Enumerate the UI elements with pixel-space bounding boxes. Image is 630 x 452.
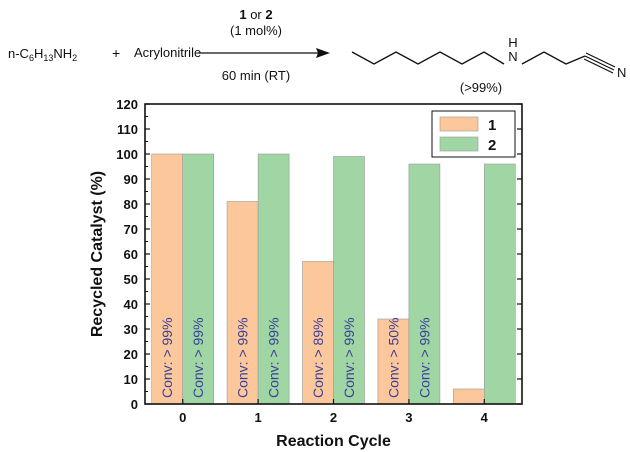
x-tick-label-3: 3 [405, 410, 412, 425]
y-tick-label-90: 90 [124, 172, 138, 187]
bar-series-2-cycle-4 [483, 163, 516, 405]
plus-sign: + [112, 45, 120, 61]
reaction-scheme: n-C6H13NH2 + Acrylonitrile 1 or 2 (1 mol… [8, 7, 626, 95]
x-tick-label-0: 0 [179, 410, 186, 425]
reactant-hexylamine: n-C6H13NH2 [8, 46, 77, 63]
product-amine-N: N [508, 49, 517, 64]
x-tick-label-4: 4 [481, 410, 489, 425]
x-axis-label: Reaction Cycle [276, 433, 391, 450]
reactant-acrylonitrile: Acrylonitrile [134, 45, 201, 60]
product-nitrile-N: N [617, 65, 626, 80]
product-ethyl-linker [521, 51, 586, 65]
x-tick-label-1: 1 [254, 410, 261, 425]
legend-swatch-2 [439, 136, 479, 152]
y-tick-label-40: 40 [124, 297, 138, 312]
y-tick-label-50: 50 [124, 272, 138, 287]
bar-series-2-cycle-3 [408, 163, 441, 405]
x-axis: 0 1 2 3 4 [179, 399, 489, 425]
conversion-label-series-2-cycle-2: Conv: > 99% [341, 317, 357, 398]
product-hexyl-chain [351, 51, 505, 65]
legend-swatch-1 [439, 116, 479, 132]
reaction-arrow-head [316, 48, 330, 58]
catalyst-label: 1 or 2 [239, 7, 272, 22]
bar-series-2-cycle-2 [333, 156, 365, 405]
y-tick-label-30: 30 [124, 322, 138, 337]
product-nitrile-bond-3 [583, 58, 614, 74]
conversion-label-series-2-cycle-0: Conv: > 99% [190, 317, 206, 398]
y-tick-label-60: 60 [124, 247, 138, 262]
bars-layer [151, 153, 516, 405]
annotations-layer: Conv: > 99% Conv: > 99% Conv: > 99% Conv: >… [159, 317, 432, 398]
bar-series-2-cycle-0 [182, 153, 214, 405]
bar-chart: Conv: > 99% Conv: > 99% Conv: > 99% Conv: >… [89, 97, 523, 450]
legend-label-1: 1 [488, 117, 496, 134]
y-tick-label-80: 80 [124, 197, 138, 212]
y-tick-label-0: 0 [131, 397, 138, 412]
conversion-label-series-1-cycle-3: Conv: > 50% [385, 317, 401, 398]
product-nitrile-bond-2 [585, 52, 616, 68]
reaction-conditions: 60 min (RT) [222, 68, 290, 83]
y-axis-label: Recycled Catalyst (%) [89, 171, 106, 337]
conversion-label-series-1-cycle-1: Conv: > 99% [235, 317, 251, 398]
x-tick-label-2: 2 [330, 410, 337, 425]
y-tick-label-70: 70 [124, 222, 138, 237]
conversion-label-series-2-cycle-1: Conv: > 99% [266, 317, 282, 398]
y-tick-label-120: 120 [116, 97, 138, 112]
y-tick-label-110: 110 [117, 122, 138, 137]
y-tick-label-10: 10 [124, 372, 138, 387]
catalyst-loading: (1 mol%) [230, 23, 282, 38]
product-amine-H: H [508, 35, 517, 50]
legend: 12 [431, 110, 516, 158]
conversion-label-series-1-cycle-0: Conv: > 99% [159, 317, 175, 398]
bar-series-2-cycle-1 [257, 153, 290, 405]
y-tick-label-100: 100 [116, 147, 138, 162]
bar-series-1-cycle-4 [452, 388, 485, 405]
y-tick-label-20: 20 [124, 347, 138, 362]
conversion-label-series-2-cycle-3: Conv: > 99% [416, 317, 432, 398]
product-yield: (>99%) [460, 80, 502, 95]
product-nitrile-bond-1 [584, 55, 615, 71]
conversion-label-series-1-cycle-2: Conv: > 89% [310, 317, 326, 398]
y-axis: 0 10 20 30 40 50 60 70 80 90 100 110 120 [116, 97, 522, 412]
legend-label-2: 2 [488, 137, 496, 154]
